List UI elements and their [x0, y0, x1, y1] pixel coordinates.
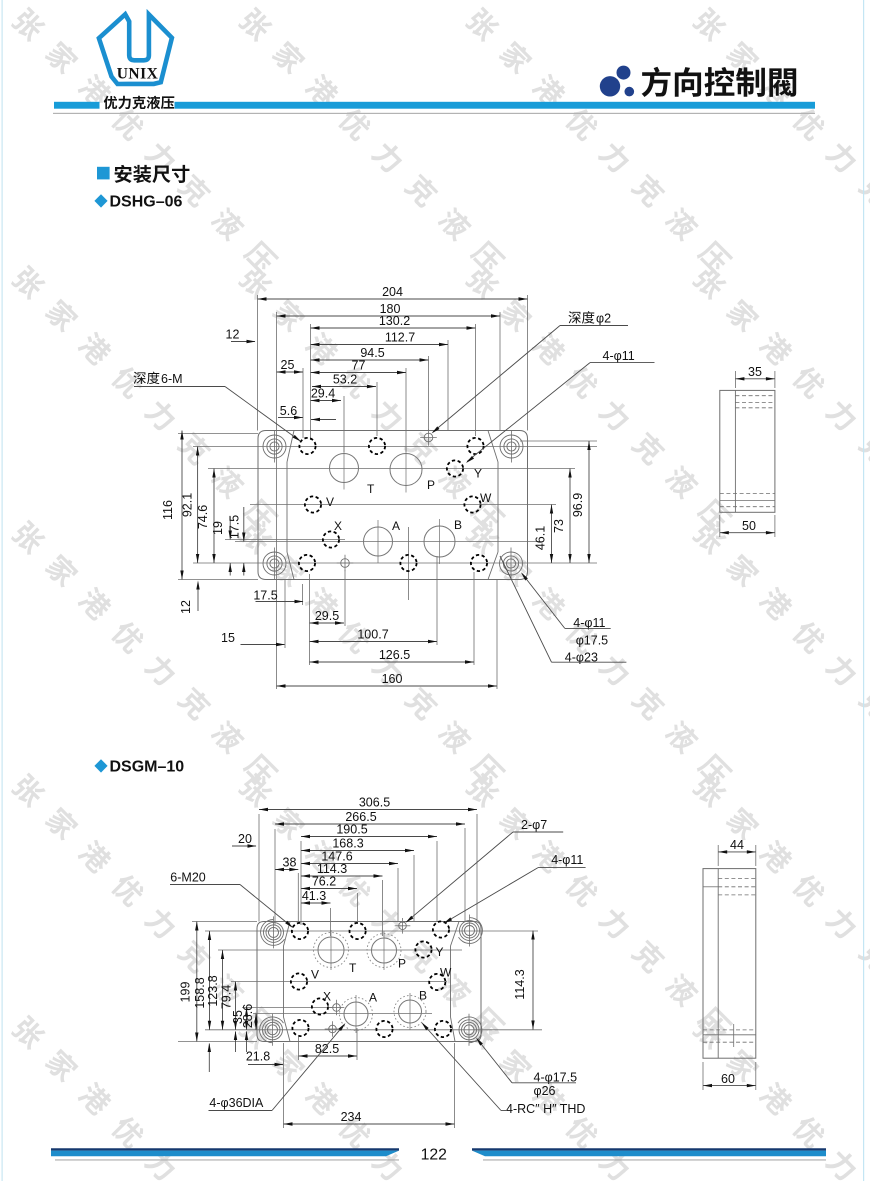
svg-text:96.9: 96.9	[571, 493, 585, 517]
svg-text:60: 60	[721, 1072, 735, 1086]
svg-text:168.3: 168.3	[332, 837, 363, 851]
svg-text:147.6: 147.6	[321, 850, 352, 864]
svg-text:180: 180	[380, 302, 401, 316]
svg-text:DSGM–10: DSGM–10	[110, 759, 185, 776]
svg-text:2-φ7: 2-φ7	[521, 818, 547, 832]
svg-text:126.5: 126.5	[379, 648, 410, 662]
svg-text:306.5: 306.5	[359, 796, 390, 810]
svg-text:5.6: 5.6	[280, 404, 297, 418]
svg-text:φ17.5: φ17.5	[576, 634, 608, 648]
svg-text:29.4: 29.4	[311, 387, 335, 401]
svg-text:77: 77	[352, 359, 366, 373]
svg-text:116: 116	[161, 500, 175, 520]
svg-text:53.2: 53.2	[333, 373, 357, 387]
svg-text:Y: Y	[474, 467, 482, 481]
svg-text:44: 44	[730, 838, 744, 852]
svg-text:17.5: 17.5	[253, 589, 277, 603]
svg-text:79.4: 79.4	[220, 985, 234, 1009]
svg-text:204: 204	[382, 285, 403, 299]
svg-text:4-φ36DIA: 4-φ36DIA	[209, 1096, 264, 1110]
svg-text:123.8: 123.8	[206, 975, 220, 1006]
svg-text:17.5: 17.5	[227, 515, 241, 539]
svg-text:35: 35	[748, 365, 762, 379]
svg-text:35: 35	[231, 1010, 245, 1024]
svg-text:UNIX: UNIX	[117, 65, 159, 82]
svg-text:4-φ23: 4-φ23	[565, 651, 598, 665]
svg-text:15: 15	[221, 631, 235, 645]
svg-text:4-φ11: 4-φ11	[603, 349, 635, 363]
svg-text:φ2: φ2	[596, 312, 611, 326]
svg-text:20: 20	[238, 832, 252, 846]
svg-text:21.8: 21.8	[246, 1050, 270, 1064]
svg-text:V: V	[326, 495, 334, 509]
svg-text:A: A	[369, 991, 377, 1005]
svg-text:6-M20: 6-M20	[170, 871, 205, 885]
svg-text:82.5: 82.5	[315, 1042, 339, 1056]
svg-text:T: T	[349, 961, 357, 975]
svg-text:76.2: 76.2	[312, 875, 336, 889]
svg-text:38: 38	[283, 856, 297, 870]
svg-text:P: P	[398, 957, 406, 971]
svg-text:V: V	[311, 968, 319, 982]
svg-text:74.6: 74.6	[196, 505, 210, 529]
svg-text:P: P	[427, 478, 435, 492]
svg-text:X: X	[323, 990, 331, 1004]
svg-text:4-φ17.5: 4-φ17.5	[534, 1071, 578, 1085]
svg-text:Y: Y	[436, 945, 444, 959]
svg-text:158.8: 158.8	[193, 977, 207, 1008]
svg-text:B: B	[419, 989, 427, 1003]
svg-text:DSHG–06: DSHG–06	[110, 194, 183, 211]
svg-text:112.7: 112.7	[385, 331, 415, 345]
svg-text:B: B	[454, 518, 462, 532]
svg-text:A: A	[392, 519, 400, 533]
svg-text:50: 50	[742, 519, 756, 533]
svg-text:W: W	[440, 966, 452, 980]
svg-text:199: 199	[179, 982, 193, 1003]
svg-text:19: 19	[211, 521, 225, 535]
svg-text:100.7: 100.7	[357, 628, 388, 642]
svg-text:190.5: 190.5	[336, 823, 367, 837]
svg-text:4-RC″ H″ THD: 4-RC″ H″ THD	[506, 1102, 585, 1116]
svg-text:94.5: 94.5	[360, 346, 384, 360]
svg-text:234: 234	[341, 1110, 362, 1124]
svg-text:φ26: φ26	[534, 1084, 556, 1098]
svg-text:6-M: 6-M	[161, 372, 183, 386]
svg-text:160: 160	[382, 672, 403, 686]
svg-text:4-φ11: 4-φ11	[551, 853, 583, 867]
svg-text:T: T	[367, 482, 375, 496]
svg-text:266.5: 266.5	[345, 810, 376, 824]
svg-text:12: 12	[179, 600, 193, 614]
svg-text:4-φ11: 4-φ11	[573, 616, 605, 630]
svg-text:46.1: 46.1	[534, 526, 548, 550]
svg-text:X: X	[334, 519, 342, 533]
svg-text:28.6: 28.6	[241, 1004, 255, 1028]
svg-text:122: 122	[421, 1147, 447, 1164]
svg-text:130.2: 130.2	[379, 314, 410, 328]
svg-text:92.1: 92.1	[181, 493, 195, 517]
svg-text:25: 25	[281, 358, 295, 372]
svg-text:114.3: 114.3	[513, 969, 527, 999]
svg-text:W: W	[480, 491, 492, 505]
svg-text:29.5: 29.5	[315, 609, 339, 623]
svg-text:41.3: 41.3	[302, 889, 326, 903]
svg-text:73: 73	[552, 519, 566, 533]
svg-text:114.3: 114.3	[317, 862, 347, 876]
svg-text:12: 12	[226, 328, 240, 342]
